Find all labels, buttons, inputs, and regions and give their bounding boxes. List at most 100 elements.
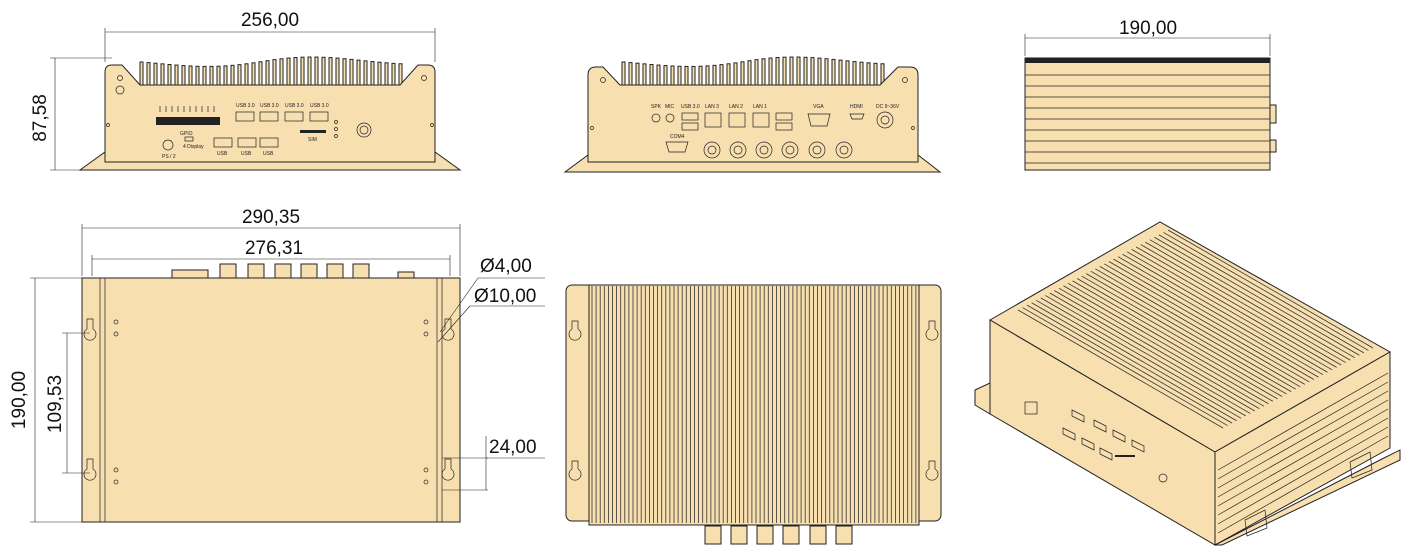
edge-connector bbox=[397, 271, 415, 279]
screw bbox=[423, 467, 429, 473]
rear-fin bbox=[733, 62, 738, 87]
rear-round-connectors bbox=[703, 141, 853, 159]
front-fin bbox=[258, 61, 263, 87]
screw bbox=[117, 75, 123, 81]
m12-connector bbox=[781, 141, 799, 159]
front-fin bbox=[286, 57, 291, 87]
iso-fin bbox=[1058, 287, 1265, 407]
spk-label: SPK bbox=[651, 104, 662, 110]
iso-fin bbox=[1063, 285, 1269, 405]
rear-usb-port bbox=[681, 122, 699, 131]
lan2-label: LAN 2 bbox=[729, 104, 743, 110]
edge-port bbox=[326, 263, 344, 279]
display-switch bbox=[184, 136, 194, 142]
dc-input-jack bbox=[876, 111, 894, 129]
front-fin bbox=[146, 62, 151, 87]
top-heatsink-fins bbox=[591, 286, 917, 523]
mic-label: MIC bbox=[665, 104, 675, 110]
front-fin bbox=[384, 62, 389, 87]
dim-top-outer-width: 290,35 bbox=[242, 207, 300, 228]
front-usb30-port bbox=[309, 111, 329, 122]
iso-fin bbox=[1163, 232, 1369, 351]
rear-fin bbox=[740, 61, 745, 87]
display-label: 4 Display bbox=[183, 144, 204, 150]
keyhole-slot bbox=[441, 318, 455, 341]
front-fin bbox=[139, 61, 144, 87]
front-usb-label: USB bbox=[217, 151, 228, 157]
iso-fin bbox=[1031, 302, 1237, 422]
rear-fin bbox=[796, 56, 801, 87]
front-usb-label: USB bbox=[241, 151, 252, 157]
front-fin bbox=[153, 62, 158, 87]
side-housing bbox=[1024, 57, 1271, 171]
rear-fin bbox=[719, 64, 724, 87]
iso-fin bbox=[1108, 261, 1315, 380]
isometric-view bbox=[974, 221, 1401, 546]
iso-usb-port bbox=[1071, 409, 1085, 423]
rear-fin bbox=[628, 62, 633, 87]
dim-side-width: 190,00 bbox=[1119, 18, 1177, 39]
power-icon bbox=[359, 125, 369, 135]
iso-sim-slot bbox=[1115, 455, 1135, 457]
vga-label: VGA bbox=[813, 104, 824, 110]
screw bbox=[115, 85, 125, 95]
edge-port bbox=[300, 263, 318, 279]
front-fin bbox=[349, 58, 354, 87]
iso-right-fin-line bbox=[1217, 399, 1389, 498]
front-usb30-label: USB 3.0 bbox=[236, 103, 255, 109]
dim-slot-width: 24,00 bbox=[489, 437, 537, 458]
m12-connector-core bbox=[812, 145, 822, 155]
front-fin bbox=[307, 56, 312, 87]
iso-right-fin-lines bbox=[1217, 372, 1389, 534]
m12-connector bbox=[755, 141, 773, 159]
iso-fin bbox=[1154, 236, 1360, 356]
front-fin bbox=[160, 63, 165, 87]
iso-foot bbox=[1214, 449, 1401, 546]
rear-fin bbox=[663, 65, 668, 87]
dim-front-width: 256,00 bbox=[241, 10, 299, 31]
rear-fin bbox=[859, 61, 864, 87]
rear-fin bbox=[712, 64, 717, 87]
front-usb30-port bbox=[284, 111, 304, 122]
rear-heatsink-fins bbox=[621, 56, 885, 87]
front-fin bbox=[391, 62, 396, 87]
lan3-port bbox=[704, 112, 722, 128]
iso-fin bbox=[1045, 295, 1251, 414]
sim-label: SIM bbox=[308, 137, 317, 143]
power-button bbox=[356, 122, 372, 138]
front-fin bbox=[244, 63, 249, 87]
top-keyhole-slot bbox=[925, 320, 939, 341]
front-fin bbox=[188, 65, 193, 87]
iso-fin bbox=[1072, 280, 1278, 400]
front-fin bbox=[181, 65, 186, 87]
top-view-port bbox=[782, 525, 800, 545]
iso-fin bbox=[1067, 282, 1274, 402]
screw bbox=[430, 123, 434, 127]
rear-fin bbox=[642, 63, 647, 87]
mounting-keyholes bbox=[83, 318, 455, 481]
iso-fin bbox=[1104, 263, 1310, 383]
front-fin bbox=[237, 64, 242, 87]
front-usb30-label: USB 3.0 bbox=[260, 103, 279, 109]
rear-fin bbox=[754, 59, 759, 87]
dim-top-inner-width: 276,31 bbox=[245, 238, 303, 259]
front-fin bbox=[167, 63, 172, 87]
rear-fin bbox=[698, 65, 703, 87]
iso-fin bbox=[1135, 246, 1342, 366]
dc-input-pin bbox=[880, 115, 890, 125]
dc-label: DC 9~36V bbox=[876, 104, 900, 110]
screw bbox=[113, 319, 119, 325]
com4-label: COM4 bbox=[670, 134, 685, 140]
rear-fin bbox=[761, 58, 766, 87]
m12-connector bbox=[835, 141, 853, 159]
iso-right-fin-line bbox=[1217, 372, 1389, 471]
top-mounting-keyholes bbox=[568, 320, 939, 481]
bottom-plate bbox=[81, 277, 461, 523]
front-fin bbox=[230, 64, 235, 87]
bottom-view: 290,35 276,31 190,00 109,53 Ø4,00 Ø10,00… bbox=[9, 207, 545, 523]
rear-fin bbox=[677, 65, 682, 87]
ps2-port bbox=[162, 139, 174, 151]
